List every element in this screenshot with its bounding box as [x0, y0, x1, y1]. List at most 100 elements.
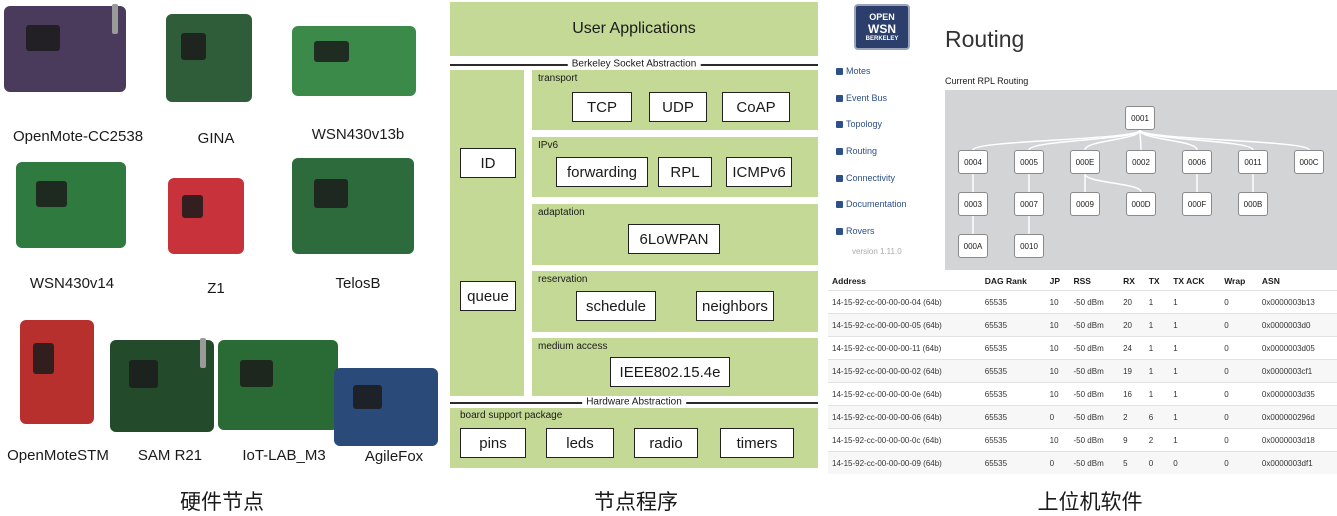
table-cell: 1	[1169, 405, 1221, 429]
rpl-routing-graph: 0001 0004 0005 000E 0002 0006 0011 000C 0003 0007…	[945, 90, 1337, 270]
table-cell: 0x0000003cf1	[1257, 359, 1337, 383]
table-cell: 0	[1045, 405, 1070, 429]
routing-node[interactable]: 0002	[1126, 150, 1156, 174]
routing-node[interactable]: 0011	[1238, 150, 1268, 174]
sidebar-item-event-bus[interactable]: Event Bus	[836, 93, 887, 103]
protocol-udp-box: UDP	[649, 92, 707, 122]
id-box: ID	[460, 148, 516, 178]
sidebar-item-connectivity[interactable]: Connectivity	[836, 173, 895, 183]
protocol-stack-diagram: User Applications Berkeley Socket Abstra…	[448, 0, 820, 470]
layer-transport-label: transport	[538, 73, 578, 84]
column-header[interactable]: RSS	[1073, 276, 1091, 286]
protocol-coap-box: CoAP	[722, 92, 790, 122]
table-cell: 0	[1144, 451, 1170, 474]
board-label: OpenMoteSTM	[7, 447, 109, 464]
table-cell: 1	[1144, 382, 1170, 406]
routing-node[interactable]: 0004	[958, 150, 988, 174]
table-cell: 10	[1045, 313, 1070, 337]
routing-node[interactable]: 000A	[958, 234, 988, 258]
table-cell: 65535	[980, 290, 1046, 314]
board-label: AgileFox	[364, 448, 424, 465]
table-cell: -50 dBm	[1069, 290, 1120, 314]
board-iot-lab-m3-image	[218, 340, 338, 430]
routing-edge	[1084, 129, 1141, 151]
routing-node[interactable]: 000E	[1070, 150, 1100, 174]
sidebar-item-rovers[interactable]: Rovers	[836, 226, 875, 236]
protocol-forwarding-box: forwarding	[556, 157, 648, 187]
column-header[interactable]: TX	[1148, 276, 1160, 286]
table-cell: 14-15-92-cc-00-00-00-02 (64b)	[828, 359, 981, 383]
layer-medium-access-label: medium access	[538, 341, 608, 352]
table-cell: 65535	[980, 313, 1046, 337]
routing-node[interactable]: 0007	[1014, 192, 1044, 216]
routing-node[interactable]: 000B	[1238, 192, 1268, 216]
graph-subtitle: Current RPL Routing	[945, 76, 1029, 86]
routing-node[interactable]: 0006	[1182, 150, 1212, 174]
sidebar-item-routing[interactable]: Routing	[836, 146, 877, 156]
table-cell: 65535	[980, 359, 1046, 383]
column-header[interactable]: RX	[1123, 276, 1135, 286]
table-cell: 0	[1220, 382, 1258, 406]
caption-host-software: 上位机软件	[1037, 490, 1143, 514]
table-cell: 0x0000003d18	[1257, 428, 1337, 452]
book-icon	[836, 201, 843, 208]
protocol-neighbors-box: neighbors	[696, 291, 774, 321]
routing-node[interactable]: 000D	[1126, 192, 1156, 216]
routing-node[interactable]: 0010	[1014, 234, 1044, 258]
user-applications-label: User Applications	[572, 20, 696, 37]
routing-node[interactable]: 000C	[1294, 150, 1324, 174]
sidebar-item-documentation[interactable]: Documentation	[836, 199, 907, 209]
table-cell: -50 dBm	[1069, 359, 1120, 383]
table-cell: 20	[1119, 313, 1145, 337]
refresh-icon	[836, 95, 843, 102]
bsp-leds-box: leds	[546, 428, 614, 458]
routing-node[interactable]: 0003	[958, 192, 988, 216]
column-header[interactable]: Address	[832, 276, 867, 286]
routing-table-header: Address DAG Rank JP RSS RX TX TX ACK Wrap ASN	[828, 272, 1337, 291]
sitemap-icon	[836, 148, 843, 155]
board-gina-image	[166, 14, 252, 102]
column-header[interactable]: JP	[1049, 276, 1061, 286]
table-cell: 0	[1220, 428, 1258, 452]
id-queue-column	[450, 70, 524, 396]
table-cell: 14-15-92-cc-00-00-00-0c (64b)	[828, 428, 981, 452]
table-cell: 0x0000003b13	[1257, 290, 1337, 314]
table-cell: 1	[1144, 336, 1170, 360]
sidebar-item-topology[interactable]: Topology	[836, 119, 882, 129]
table-cell: 1	[1144, 313, 1170, 337]
board-label: SAM R21	[137, 447, 203, 464]
routing-node[interactable]: 0005	[1014, 150, 1044, 174]
antenna-icon	[200, 338, 206, 368]
column-header[interactable]: DAG Rank	[984, 276, 1027, 286]
list-icon	[836, 121, 843, 128]
column-header[interactable]: TX ACK	[1173, 276, 1205, 286]
protocol-6lowpan-box: 6LoWPAN	[628, 224, 720, 254]
page-title: Routing	[945, 26, 1025, 52]
column-header[interactable]: Wrap	[1224, 276, 1246, 286]
table-cell: 65535	[980, 382, 1046, 406]
table-cell: 0	[1045, 451, 1070, 474]
column-header[interactable]: ASN	[1261, 276, 1280, 286]
table-cell: 1	[1169, 382, 1221, 406]
routing-node[interactable]: 000F	[1182, 192, 1212, 216]
routing-edge	[1139, 129, 1310, 151]
routing-node[interactable]: 0001	[1125, 106, 1155, 130]
version-text: version 1.11.0	[852, 247, 902, 256]
logo-line-open: OPEN	[869, 12, 895, 22]
routing-node[interactable]: 0009	[1070, 192, 1100, 216]
table-cell: 14-15-92-cc-00-00-00-05 (64b)	[828, 313, 981, 337]
protocol-icmpv6-box: ICMPv6	[726, 157, 792, 187]
sidebar-item-motes[interactable]: Motes	[836, 66, 871, 76]
